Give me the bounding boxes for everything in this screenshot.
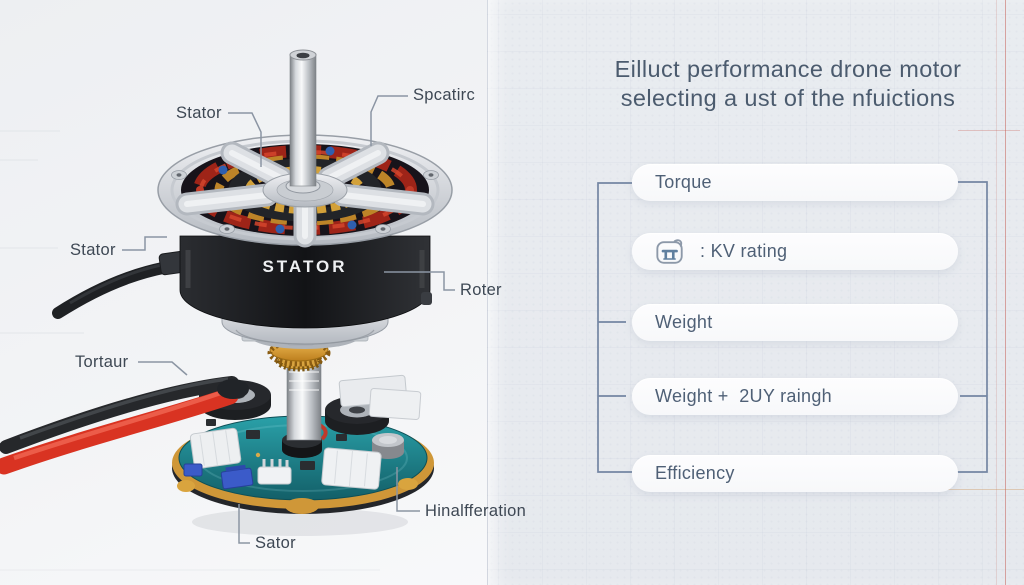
criteria-pill-weight-range: Weight + 2UY raingh: [632, 378, 958, 415]
background-faint-lines: [0, 130, 380, 571]
diagram-label-roter: Roter: [460, 281, 502, 299]
motor-body-text: STATOR: [262, 257, 347, 276]
criteria-pill-torque: Torque: [632, 164, 958, 201]
bracket-right: [957, 181, 988, 473]
diagram-label-stator-left: Stator: [70, 241, 116, 259]
diagram-label-hinalfferation: Hinalfferation: [425, 502, 527, 520]
diagram-label-tortaur: Tortaur: [75, 353, 129, 371]
accent-red-line: [1005, 0, 1006, 585]
diagram-label-sator: Sator: [255, 534, 296, 552]
motor-badge-icon: [653, 237, 687, 267]
diagram-label-spcatirc: Spcatirc: [413, 86, 476, 104]
motor-shaft: [289, 49, 317, 187]
leader-lines: [122, 95, 455, 544]
criteria-pill-weight: Weight: [632, 304, 958, 341]
diagram-label-stator-top: Stator: [176, 104, 222, 122]
title-line-1: Eilluct performance drone motor: [614, 56, 962, 82]
motor-spokes: [175, 141, 435, 248]
criteria-label: Weight: [655, 312, 713, 332]
criteria-label: Torque: [655, 172, 712, 192]
title-line-2: selecting a ust of the nfuictions: [620, 85, 956, 111]
criteria-pill-kv-rating: : KV rating: [632, 233, 958, 270]
motor-stator-band: STATOR: [179, 235, 432, 329]
power-wires: [0, 376, 249, 475]
accent-red-line-faint: [996, 0, 997, 585]
criteria-label: Efficiency: [655, 463, 735, 483]
accent-dash: [958, 130, 1020, 131]
criteria-label: Weight + 2UY raingh: [655, 386, 832, 406]
criteria-pill-efficiency: Efficiency: [632, 455, 958, 492]
criteria-brackets: [597, 181, 988, 473]
bracket-left: [597, 182, 632, 473]
esc-pcb: [172, 374, 434, 536]
criteria-label: : KV rating: [700, 241, 788, 261]
infographic-title: Eilluct performance drone motor selectin…: [556, 55, 1020, 113]
